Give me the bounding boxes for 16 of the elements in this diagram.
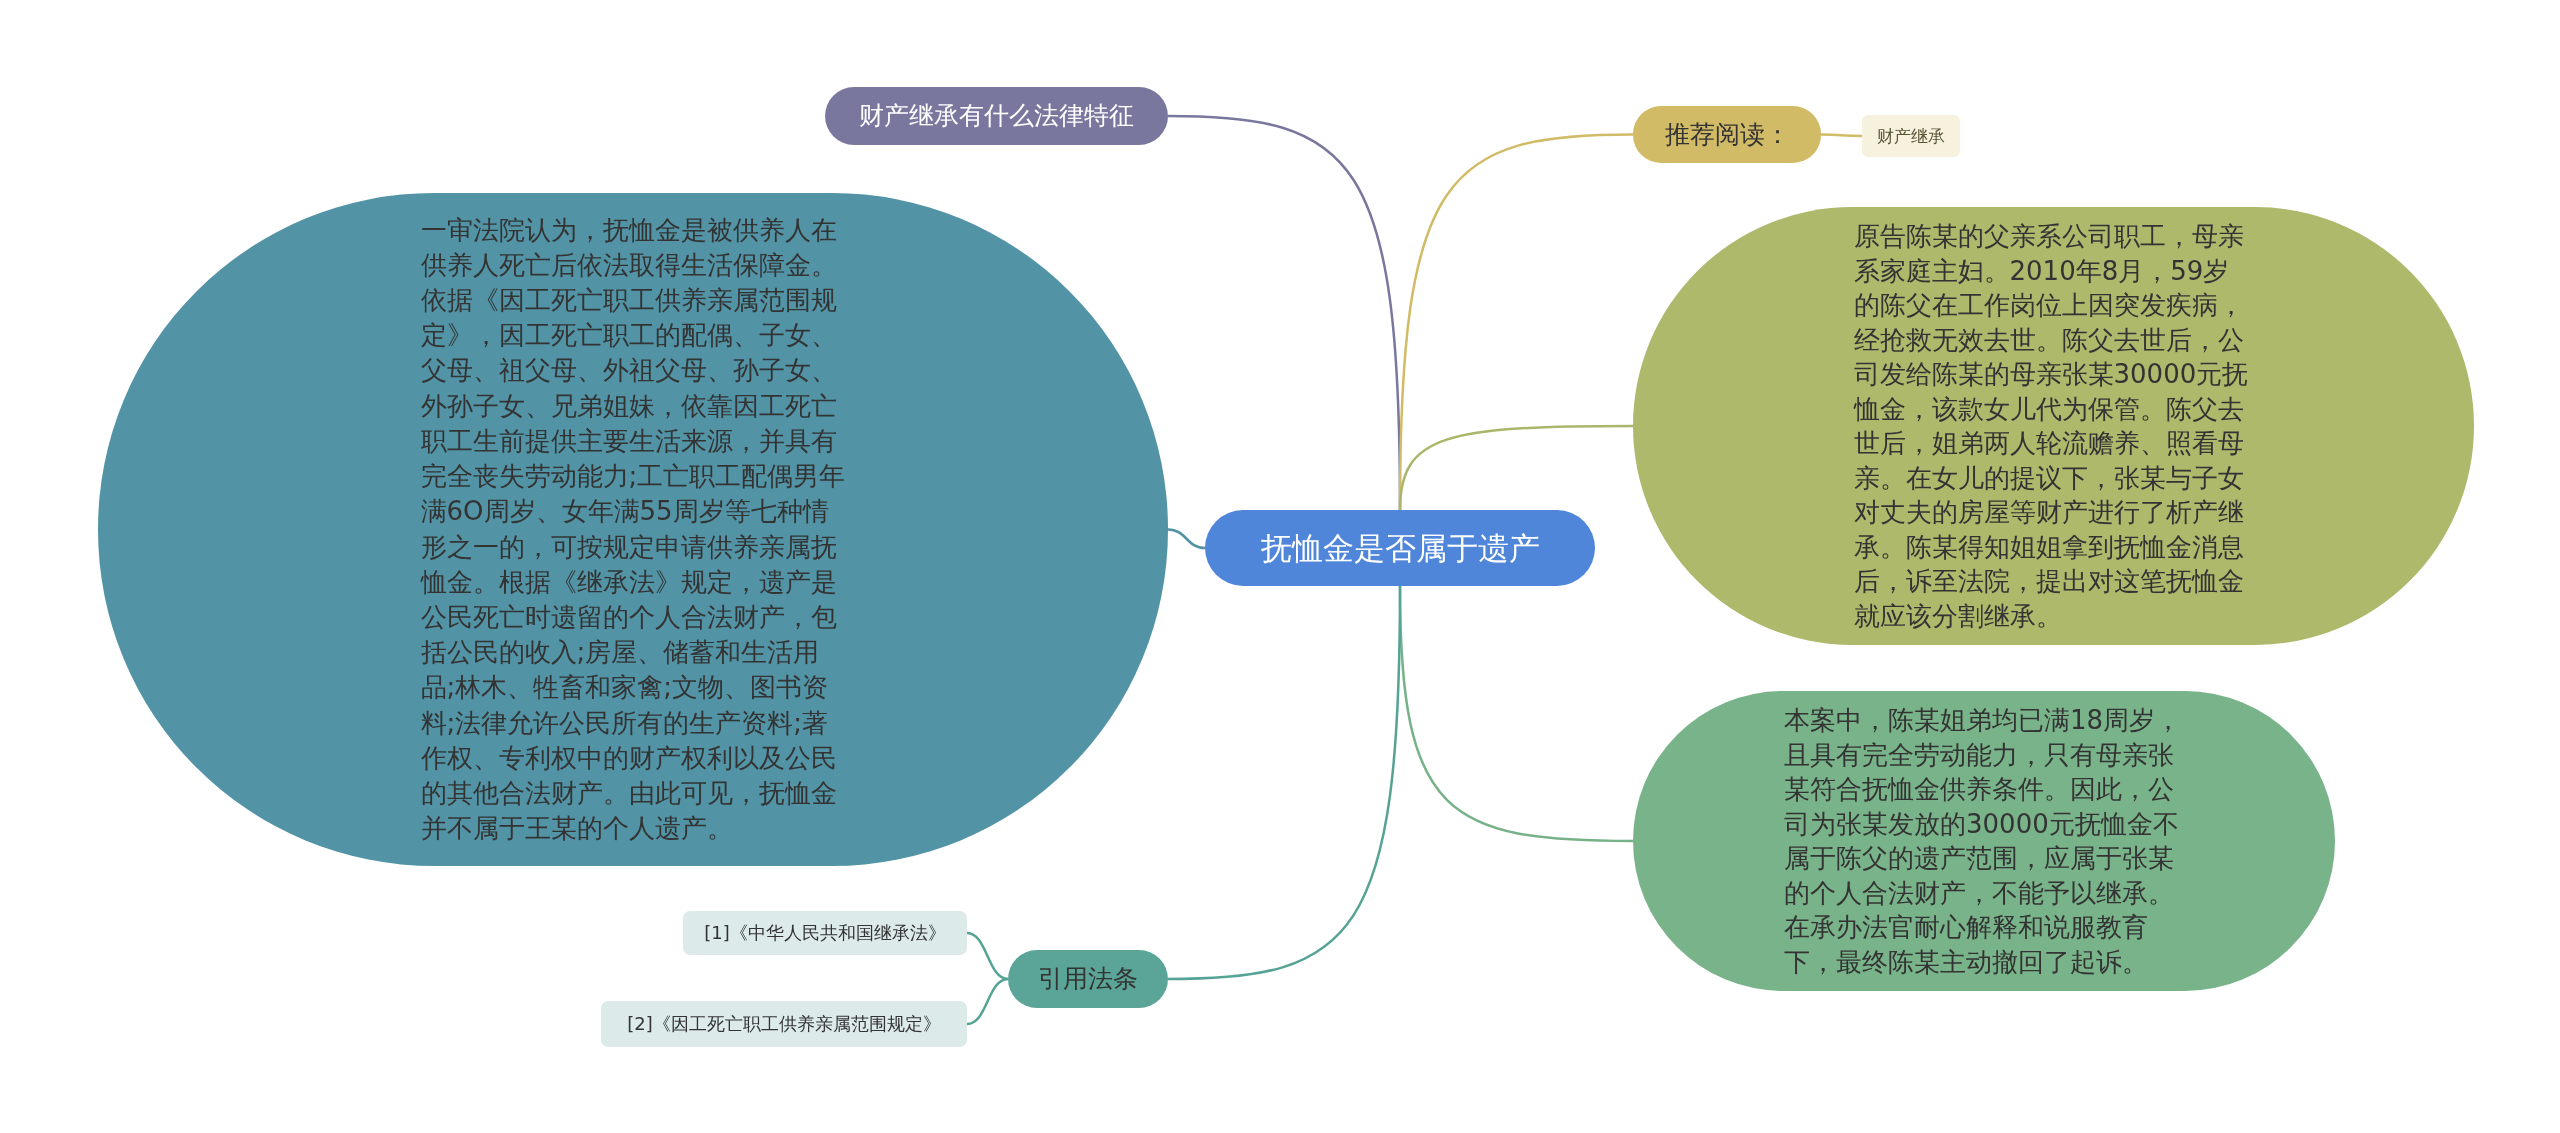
central-topic-bubble: 抚恤金是否属于遗产	[1205, 510, 1595, 586]
topic-bubble: 财产继承有什么法律特征	[825, 87, 1168, 145]
text-bubble: 本案中，陈某姐弟均已满18周岁，且具有完全劳动能力，只有母亲张某符合抚恤金供养条件。因此，公司为张某发放的30000元抚恤金不属于陈父的遗产范围，应属于张某的个人合法财产，不能予以继承。在承办法官耐心解释和说服教育下，最终陈某主动撤回了起诉。	[1633, 691, 2335, 991]
branch-line	[1398, 424, 1633, 511]
branch-line	[966, 931, 1009, 981]
branch-line	[1821, 133, 1862, 138]
branch-line	[966, 977, 1009, 1026]
citation-tag: [1]《中华人民共和国继承法》	[683, 911, 967, 955]
topic-bubble: 引用法条	[1008, 950, 1168, 1008]
branch-line	[1167, 586, 1402, 981]
citation-tag: [2]《因工死亡职工供养亲属范围规定》	[601, 1001, 967, 1047]
branch-line	[1167, 528, 1206, 550]
text-bubble: 原告陈某的父亲系公司职工，母亲系家庭主妇。2010年8月，59岁的陈父在工作岗位上因突发疾病，经抢救无效去世。陈父去世后，公司发给陈某的母亲张某30000元抚恤金，该款女儿代为保管。陈父去世后，姐弟两人轮流赡养、照看母亲。在女儿的提议下，张某与子女对丈夫的房屋等财产进行了析产继承。陈某得知姐姐拿到抚恤金消息后，诉至法院，提出对这笔抚恤金就应该分割继承。	[1633, 207, 2474, 645]
text-bubble: 一审法院认为，抚恤金是被供养人在供养人死亡后依法取得生活保障金。依据《因工死亡职工供养亲属范围规定》，因工死亡职工的配偶、子女、父母、祖父母、外祖父母、孙子女、外孙子女、兄弟姐妹，依靠因工死亡职工生前提供主要生活来源，并具有完全丧失劳动能力;工亡职工配偶男年满6O周岁、女年满55周岁等七种情形之一的，可按规定申请供养亲属抚恤金。根据《继承法》规定，遗产是公民死亡时遗留的个人合法财产，包括公民的收入;房屋、储蓄和生活用品;林木、牲畜和家禽;文物、图书资料;法律允许公民所有的生产资料;著作权、专利权中的财产权利以及公民的其他合法财产。由此可见，抚恤金并不属于王某的个人遗产。	[98, 193, 1168, 866]
topic-bubble: 推荐阅读：	[1633, 106, 1821, 163]
link-tag: 财产继承	[1862, 115, 1960, 157]
